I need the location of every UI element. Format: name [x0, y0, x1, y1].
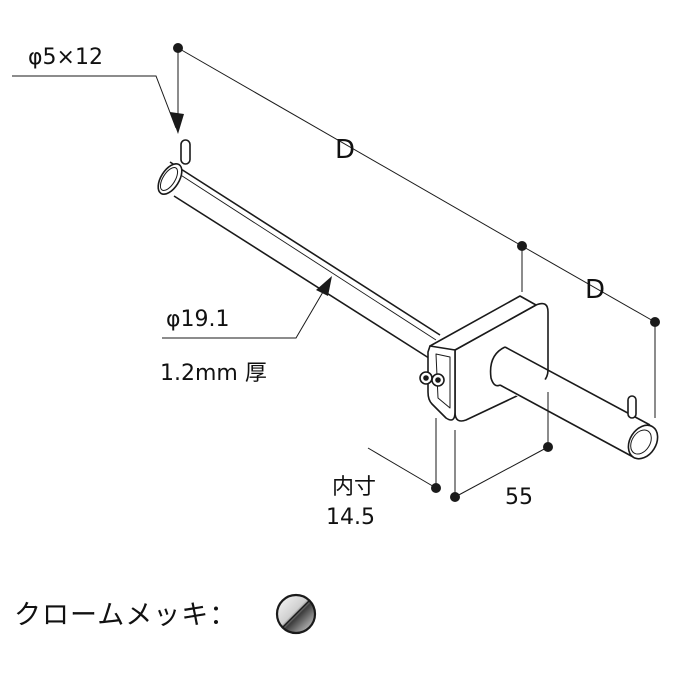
tube-leader — [162, 279, 331, 339]
rod-top-edge — [169, 161, 441, 336]
dim-d-long — [177, 47, 523, 247]
front-rod — [489, 346, 659, 460]
dot-width-left — [450, 492, 460, 502]
width-label: 55 — [505, 485, 533, 510]
rod — [157, 139, 441, 362]
front-rod-body — [490, 355, 650, 458]
dot-width-right — [543, 442, 553, 452]
front-rod-start — [489, 346, 506, 387]
bracket — [419, 295, 549, 422]
dim-width-line — [454, 446, 549, 498]
dot-d-left — [173, 43, 183, 53]
pin-size-label: φ5×12 — [28, 45, 103, 70]
d-short-label: D — [585, 275, 605, 305]
rod-body — [168, 165, 440, 362]
left-pin — [180, 139, 191, 165]
tube-arrow — [316, 276, 332, 296]
dot-inner — [431, 483, 441, 493]
dot-d-mid — [517, 241, 527, 251]
thickness-label: 1.2mm 厚 — [160, 361, 267, 386]
pin-leader — [12, 75, 177, 129]
dot-d-right — [650, 317, 660, 327]
inner-size-value: 14.5 — [326, 505, 375, 530]
d-long-label: D — [335, 135, 355, 165]
pin-arrow — [170, 112, 184, 134]
inner-size-label: 内寸 — [332, 475, 376, 500]
chrome-finish-icon — [275, 593, 317, 635]
legend-text: クロームメッキ： — [14, 600, 237, 631]
front-rod-top — [504, 346, 651, 426]
dimension-markers — [170, 43, 660, 502]
front-pin — [627, 395, 637, 419]
front-rod-bottom — [499, 384, 636, 459]
front-rod-end-inner — [630, 429, 652, 455]
dim-d-short — [521, 245, 656, 323]
rod-highlight — [175, 171, 437, 341]
screw-center-1 — [423, 375, 429, 381]
rod-left-end-inner — [159, 167, 179, 191]
dim-inner-line — [367, 447, 437, 489]
tube-diameter-label: φ19.1 — [166, 307, 230, 332]
screw-center-2 — [435, 377, 441, 383]
rod-bottom-edge — [173, 195, 433, 361]
legend: クロームメッキ： — [14, 593, 317, 635]
